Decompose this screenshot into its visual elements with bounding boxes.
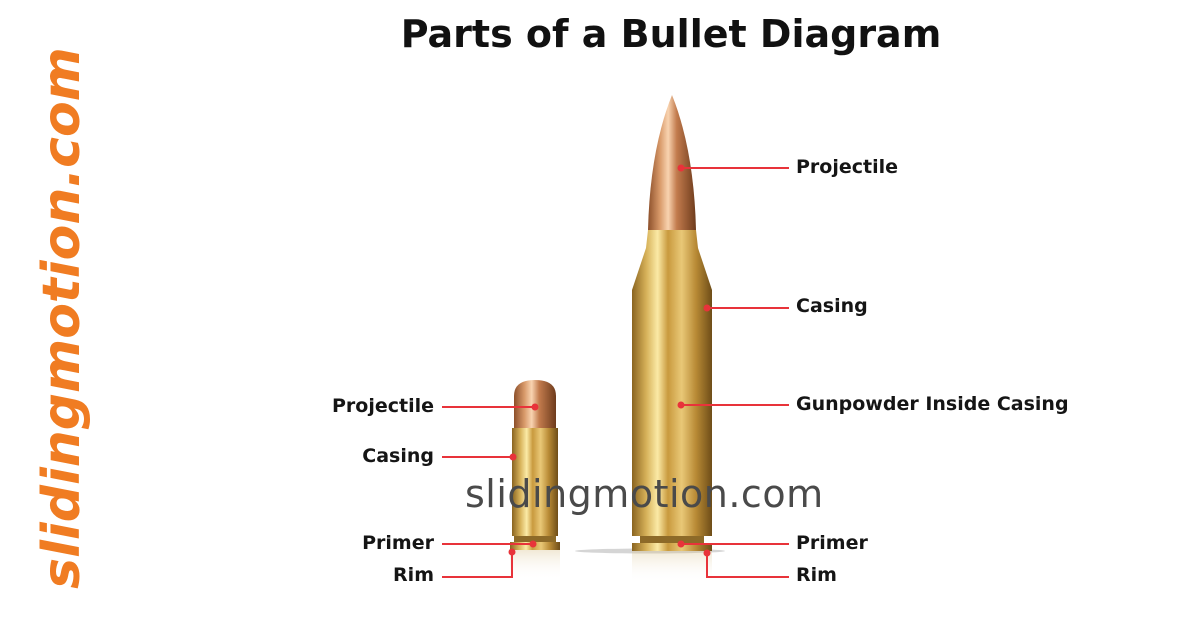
leader-dot-projectile-long (677, 164, 685, 172)
leader-dot-gunpowder (677, 401, 685, 409)
diagram-title: Parts of a Bullet Diagram (400, 12, 942, 56)
leader-dot-primer (529, 540, 537, 548)
long-round-projectile (648, 95, 696, 230)
short-round-casing (512, 428, 558, 536)
label-long-rim: Rim (796, 564, 837, 586)
leader-dot-casing (509, 453, 517, 461)
label-short-rim: Rim (393, 564, 434, 586)
leader-dot-casing-long (703, 304, 711, 312)
long-round-extractor-groove (640, 536, 704, 543)
label-long-gunpowder: Gunpowder Inside Casing (796, 393, 1069, 415)
long-round-casing (632, 230, 712, 536)
leader-line-rim (442, 552, 513, 578)
short-round-extractor-groove (514, 536, 556, 542)
short-round-reflection (510, 550, 560, 580)
leader-dot-primer-long (677, 540, 685, 548)
leader-line-rim-long (706, 553, 789, 578)
leader-dot-rim-long (703, 549, 711, 557)
leader-dot-projectile (531, 403, 539, 411)
watermark-text: slidingmotion.com (465, 472, 824, 516)
short-round-leaders (442, 403, 539, 578)
label-long-projectile: Projectile (796, 156, 899, 178)
long-round-reflection (632, 551, 712, 583)
label-short-primer: Primer (362, 532, 434, 554)
long-round (632, 95, 712, 583)
leader-dot-rim (508, 548, 516, 556)
long-round-leaders (677, 164, 789, 578)
label-short-projectile: Projectile (331, 395, 434, 417)
label-long-casing: Casing (796, 295, 868, 317)
long-round-rim (632, 543, 712, 551)
label-long-primer: Primer (796, 532, 868, 554)
label-short-casing: Casing (362, 445, 434, 467)
